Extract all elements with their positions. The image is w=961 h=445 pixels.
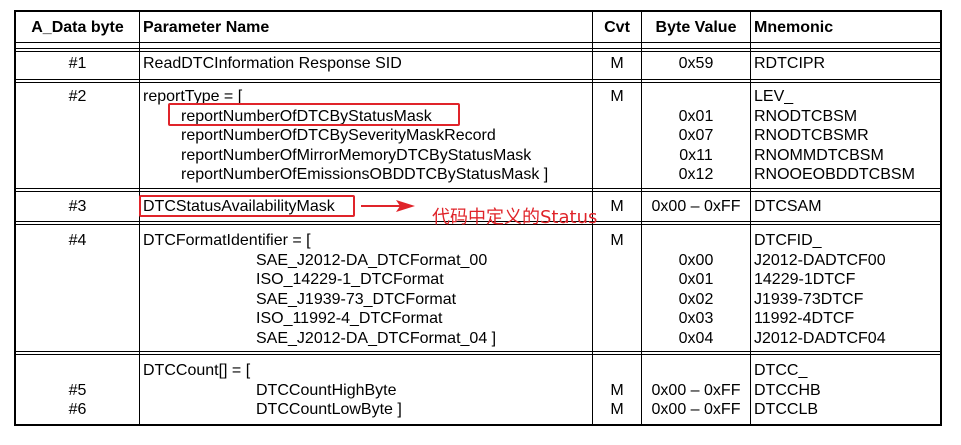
row4-param: ISO_11992-4_DTCFormat (256, 310, 443, 327)
column-divider (641, 12, 642, 424)
row-divider (16, 221, 940, 225)
column-divider (592, 12, 593, 424)
row4-value: 0x00 (678, 251, 714, 269)
row-divider (16, 188, 940, 192)
row2-value: 0x12 (678, 166, 714, 183)
header-cvt: Cvt (604, 19, 630, 36)
row4-mnemonic: J2012-DADTCF04 (754, 329, 886, 347)
row2-mnemonic: RNOMMDTCBSM (754, 146, 884, 164)
row2-value: 0x11 (679, 146, 713, 164)
row5-byte: #5 (68, 381, 87, 399)
row4-param: DTCFormatIdentifier = [ (143, 232, 311, 249)
row2-param: reportNumberOfDTCByStatusMask (181, 107, 432, 125)
row4-mnemonic: 14229-1DTCF (754, 271, 856, 288)
row5-param: DTCCount[] = [ (143, 362, 251, 379)
row4-value: 0x03 (678, 310, 714, 327)
row5-mnemonic: DTCCHB (754, 381, 821, 399)
row4-value: 0x01 (678, 271, 714, 288)
row2-mnemonic: RNOOEOBDDTCBSM (754, 166, 915, 183)
row4-mnemonic: DTCFID_ (754, 232, 822, 249)
header-byte-value: Byte Value (655, 19, 737, 36)
highlight-box-availability-mask (139, 195, 355, 217)
row4-param: SAE_J2012-DA_DTCFormat_04 ] (256, 329, 497, 347)
row6-mnemonic: DTCCLB (754, 401, 819, 418)
row2-cvt: M (610, 88, 624, 105)
row2-value: 0x07 (678, 127, 714, 144)
row-divider (16, 79, 940, 83)
row2-byte: #2 (68, 88, 87, 105)
highlight-box-status-mask (168, 103, 460, 126)
header-parameter-name: Parameter Name (143, 19, 270, 36)
row2-mnemonic: RNODTCBSMR (754, 127, 869, 144)
column-divider (750, 12, 751, 424)
row4-value: 0x02 (678, 290, 714, 308)
row3-cvt: M (610, 198, 624, 215)
header-mnemonic: Mnemonic (754, 19, 834, 36)
dtc-response-table: A_Data byte Parameter Name Cvt Byte Valu… (14, 10, 942, 426)
row2-value: 0x01 (678, 107, 714, 125)
row1-cvt: M (610, 55, 624, 72)
row2-mnemonic: LEV_ (754, 88, 794, 105)
row3-param: DTCStatusAvailabilityMask (143, 198, 335, 215)
row3-mnemonic: DTCSAM (754, 198, 822, 215)
row2-mnemonic: RNODTCBSM (754, 107, 858, 125)
row2-param: reportType = [ (143, 88, 243, 105)
row5-value: 0x00 – 0xFF (651, 381, 741, 399)
row4-value: 0x04 (678, 329, 714, 347)
row6-value: 0x00 – 0xFF (651, 401, 741, 418)
row4-param: SAE_J1939-73_DTCFormat (256, 290, 457, 308)
row4-byte: #4 (68, 232, 87, 249)
row5-cvt: M (610, 381, 624, 399)
row1-mnemonic: RDTCIPR (754, 55, 826, 72)
header-a-data-byte: A_Data byte (31, 19, 124, 36)
row4-mnemonic: J1939-73DTCF (754, 290, 864, 308)
row4-mnemonic: 11992-4DTCF (754, 310, 855, 327)
row3-value: 0x00 – 0xFF (651, 198, 741, 215)
row1-param: ReadDTCInformation Response SID (143, 55, 402, 72)
column-divider (139, 12, 140, 424)
row6-byte: #6 (68, 401, 87, 418)
row2-param: reportNumberOfEmissionsOBDDTCByStatusMas… (181, 166, 549, 183)
row4-param: ISO_14229-1_DTCFormat (256, 271, 444, 288)
row1-byte: #1 (68, 55, 87, 72)
row3-byte: #3 (68, 198, 87, 215)
arrow-right-icon (361, 200, 415, 212)
row2-param: reportNumberOfDTCBySeverityMaskRecord (181, 127, 496, 144)
row6-param: DTCCountLowByte ] (256, 401, 402, 418)
row5-param: DTCCountHighByte (256, 381, 397, 399)
row6-cvt: M (610, 401, 624, 418)
row5-mnemonic: DTCC_ (754, 362, 808, 379)
row1-value: 0x59 (678, 55, 714, 72)
row-divider (16, 48, 940, 52)
row4-cvt: M (610, 232, 624, 249)
row-divider (16, 351, 940, 355)
row4-mnemonic: J2012-DADTCF00 (754, 251, 886, 269)
row4-param: SAE_J2012-DA_DTCFormat_00 (256, 251, 488, 269)
row-divider (16, 42, 940, 43)
row2-param: reportNumberOfMirrorMemoryDTCByStatusMas… (181, 146, 532, 164)
annotation-note: 代码中定义的Status (432, 207, 598, 228)
